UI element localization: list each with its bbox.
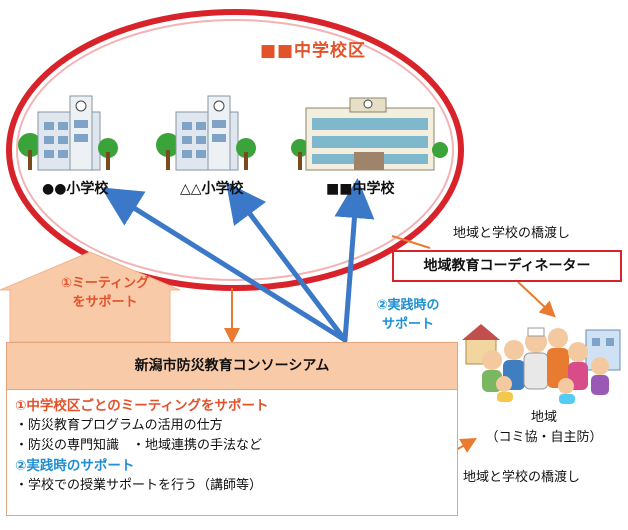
coordinator-box: 地域教育コーディネーター [392,250,622,282]
consortium-title: 新潟市防災教育コンソーシアム [6,342,458,390]
bridge-text-top: 地域と学校の橋渡し [453,226,571,241]
community-label: 地域 （コミ協・自主防） [484,408,604,448]
elementary-school-1-building [18,95,118,171]
consortium-details: ①中学校区ごとのミーティングをサポート ・防災教育プログラムの活用の仕方 ・防災… [6,390,458,516]
community-line2: （コミ協・自主防） [485,430,603,445]
practice-support-arrows [101,178,375,343]
school-label-junior-high: ■■中学校 [326,181,395,197]
bridge-text-bottom: 地域と学校の橋渡し [463,470,581,485]
district-title: ■■中学校区 [259,41,367,61]
section1-item-1: ・防災教育プログラムの活用の仕方 [15,418,223,433]
meeting-support-arrow [0,251,181,343]
practice-support-line2: サポート [381,317,434,332]
meeting-support-line2: をサポート [72,295,138,310]
school-label-elementary-1: ●●小学校 [42,181,109,197]
practice-support-label: ②実践時の サポート [348,296,468,334]
elementary-school-2-building [156,95,256,171]
coordinator-label: 地域教育コーディネーター [423,258,591,274]
meeting-support-label: ①ミーティング をサポート [36,274,174,312]
meeting-support-line1: ①ミーティング [60,276,150,291]
junior-high-school-building [291,97,448,171]
section2-item-1: ・学校での授業サポートを行う（講師等） [15,478,263,493]
section2-heading: ②実践時のサポート [15,458,135,474]
practice-support-line1: ②実践時の [376,298,440,313]
section1-heading: ①中学校区ごとのミーティングをサポート [15,398,269,414]
community-line1: 地域 [530,410,557,425]
school-label-elementary-2: △△小学校 [180,181,244,197]
community-people-illustration [462,324,621,404]
section1-item-2: ・防災の専門知識 ・地域連携の手法など [15,438,263,453]
